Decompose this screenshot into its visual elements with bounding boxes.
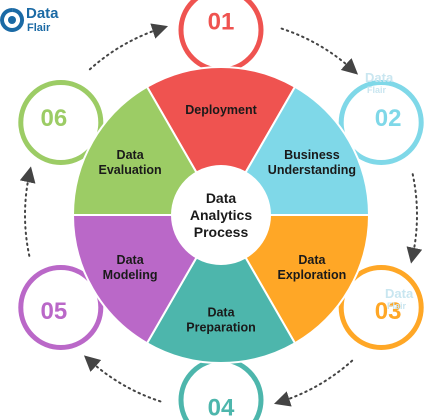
segment-label-line: Data bbox=[298, 253, 326, 267]
watermark-word-1: Data bbox=[365, 70, 394, 85]
segment-label-line: Business bbox=[284, 148, 340, 162]
watermark-word-2: Flair bbox=[367, 85, 387, 95]
bubble-ring bbox=[338, 80, 424, 165]
logo-mark-dot-icon bbox=[8, 16, 16, 24]
step-number: 02 bbox=[375, 105, 402, 132]
watermark-word-2: Flair bbox=[387, 301, 407, 311]
step-number: 04 bbox=[208, 395, 235, 420]
cycle-arrow bbox=[83, 355, 162, 403]
center-title-line: Data bbox=[206, 190, 237, 206]
segment-label-line: Deployment bbox=[185, 103, 257, 117]
logo-word-flair: Flair bbox=[27, 22, 51, 34]
bubble-ring bbox=[18, 265, 104, 350]
logo-word-data: Data bbox=[26, 5, 59, 22]
step-number: 01 bbox=[208, 9, 235, 36]
segment-label-line: Data bbox=[117, 253, 145, 267]
segment-label-line: Modeling bbox=[103, 268, 158, 282]
segment-label-line: Data bbox=[117, 148, 145, 162]
cycle-arrow bbox=[88, 23, 169, 71]
segment-label-line: Preparation bbox=[186, 321, 255, 335]
step-number-bubble: 05 bbox=[18, 265, 104, 350]
step-number: 06 bbox=[41, 105, 68, 132]
center-circle bbox=[171, 165, 271, 265]
segment-wedge bbox=[145, 212, 297, 365]
segment-label-line: Understanding bbox=[268, 163, 356, 177]
logo-mark-icon bbox=[0, 8, 25, 32]
segment-label-line: Data bbox=[207, 306, 235, 320]
center-title-line: Analytics bbox=[190, 207, 252, 223]
cycle-arrow bbox=[273, 359, 354, 407]
cycle-arrow bbox=[406, 173, 423, 264]
step-number: 03 bbox=[375, 298, 402, 325]
center-title-line: Process bbox=[194, 224, 249, 240]
process-segment: Deployment bbox=[145, 65, 297, 218]
step-number-bubble: 03 bbox=[338, 265, 424, 350]
step-number-bubble: 02 bbox=[338, 80, 424, 165]
step-number: 05 bbox=[41, 298, 68, 325]
cycle-arrow bbox=[19, 166, 36, 257]
segment-label-line: Evaluation bbox=[98, 163, 161, 177]
segment-label-line: Exploration bbox=[278, 268, 347, 282]
segment-wedge bbox=[145, 65, 297, 218]
step-number-bubble: 04 bbox=[178, 357, 264, 420]
bubble-ring bbox=[18, 80, 104, 165]
cycle-arrow bbox=[280, 27, 359, 75]
step-number-bubble: 01 bbox=[178, 0, 264, 73]
watermark-word-1: Data bbox=[385, 286, 414, 301]
step-number-bubble: 06 bbox=[18, 80, 104, 165]
bubble-ring bbox=[338, 265, 424, 350]
segment-label: Deployment bbox=[185, 103, 257, 117]
